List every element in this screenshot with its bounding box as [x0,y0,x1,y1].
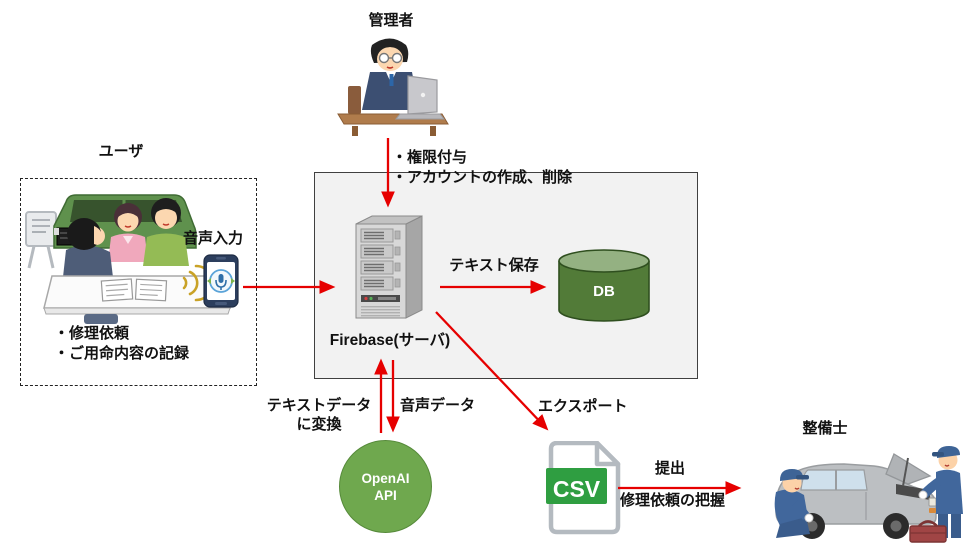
admin-actions-label: ・権限付与 ・アカウントの作成、削除 [392,149,573,186]
server-icon [355,215,423,319]
db-label: DB [593,283,615,300]
admin-title: 管理者 [368,12,414,29]
voice-input-label: 音声入力 [183,230,244,247]
smartphone-mic-icon [203,254,239,308]
db-cylinder-icon: DB [558,249,650,322]
user-notes-label: ・修理依頼 ・ご用命内容の記録 [54,325,190,362]
user-illustration [25,194,231,324]
csv-label: CSV [553,476,601,502]
mechanic-title: 整備士 [802,420,848,437]
user-title: ユーザ [98,143,144,160]
toolbox-icon [909,520,947,543]
sound-waves-icon [182,264,204,302]
to-text-label: テキストデータ に変換 [266,397,372,433]
submit-label: 提出 [654,460,685,477]
csv-file-icon: CSV [546,441,621,535]
chair-icon [348,86,361,114]
openai-api-node: OpenAI API [339,440,432,533]
openai-label-line2: API [374,487,397,503]
grasp-label: 修理依頼の把握 [620,492,726,509]
voice-data-label: 音声データ [400,397,476,414]
reception-desk [43,275,231,324]
mechanic-right [918,446,963,538]
export-label: エクスポート [538,398,628,415]
firebase-server-label: Firebase(サーバ) [329,332,451,349]
admin-body [362,72,419,110]
server-drive-bays [360,228,401,291]
server-vents [361,306,400,317]
glasses-icon [378,52,390,64]
sign-icon [25,211,57,247]
mechanic-left [774,469,814,538]
customer-woman [108,203,148,262]
openai-label-line1: OpenAI [361,470,410,486]
customer-man [143,198,189,266]
microphone-icon [218,274,224,283]
mechanic-illustration [774,446,963,543]
text-save-label: テキスト保存 [449,257,539,274]
admin-illustration [337,38,449,136]
